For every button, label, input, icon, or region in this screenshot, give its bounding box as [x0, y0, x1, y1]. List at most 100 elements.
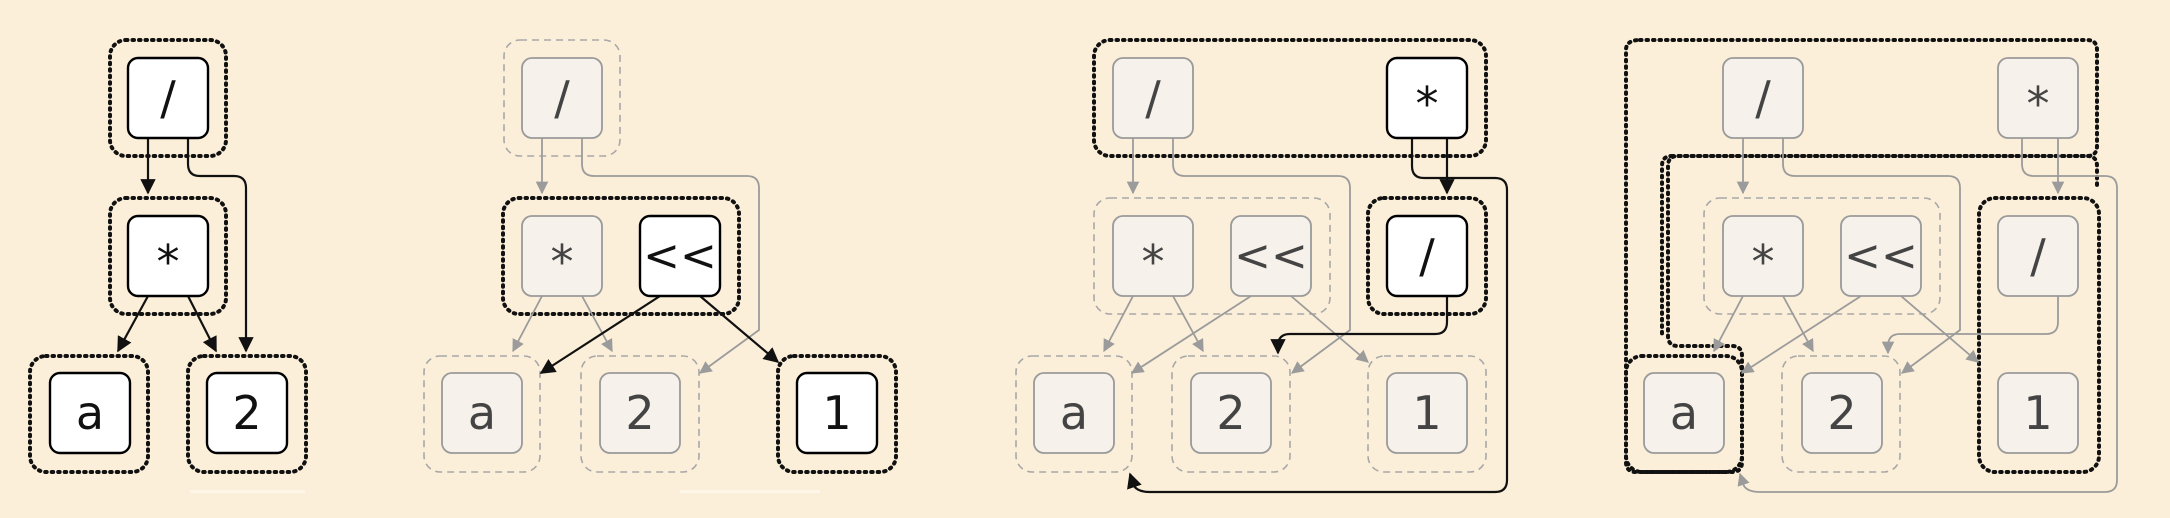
node-box: [126, 56, 210, 140]
panel-4-group-g-outer: [1624, 38, 2099, 474]
node-label: *: [157, 235, 180, 289]
node-label: a: [468, 386, 496, 440]
node-label: /: [1419, 229, 1435, 283]
panel-2-node-two: 2: [599, 372, 681, 454]
panel-1-node-two: 2: [205, 371, 289, 455]
panel-4-edge-div2-to-two: [1881, 296, 2059, 355]
panel-3-edge-mul-to-two: [1172, 295, 1204, 353]
panel-1-edge-mul-to-two: [187, 295, 217, 353]
panel-3-edge-mul-to-a: [1103, 295, 1134, 353]
panel-1-group-g-a: [28, 354, 150, 474]
panel-4-edge-shl-to-one: [1900, 295, 1979, 363]
node-box: [441, 372, 523, 454]
node-label: a: [1060, 386, 1088, 440]
panel-1-group-g-mul: [108, 196, 228, 316]
node-box: [1385, 56, 1469, 140]
panel-3-node-shl: <<: [1230, 215, 1312, 297]
node-label: 2: [1216, 386, 1245, 440]
panel-2-edge-shl-to-one: [699, 295, 780, 363]
panel-1-edge-div-to-two: [186, 138, 254, 353]
panel-2-group-g-div: [503, 39, 621, 157]
panel-2-node-a: a: [441, 372, 523, 454]
panel-2-node-shl: <<: [638, 214, 722, 298]
panel-3-node-one: 1: [1386, 372, 1468, 454]
panel-3-node-mul: *: [1112, 215, 1194, 297]
panel-4-group-g-a: [1624, 354, 1744, 474]
panel-2-node-mul: *: [521, 215, 603, 297]
node-label: /: [554, 71, 570, 125]
node-label: a: [1670, 386, 1698, 440]
panel-4-node-shl: <<: [1840, 215, 1922, 297]
node-box: [1190, 372, 1272, 454]
node-box: [1722, 215, 1804, 297]
panel-2-group-g-a: [423, 355, 541, 473]
panel-2-edge-mul-to-two: [581, 295, 613, 353]
panel-2-edge-div-to-two: [581, 138, 760, 374]
panel-1-group-g-two: [186, 354, 308, 474]
panel-2-group-g-mul-shl: [501, 196, 741, 316]
panel-1-node-div: /: [126, 56, 210, 140]
node-box: [1112, 215, 1194, 297]
background-strip: [190, 490, 820, 493]
panel-4-group-g-inner: [1660, 154, 2099, 338]
panel-2-group-g-one: [776, 354, 898, 474]
node-box: [205, 371, 289, 455]
node-box: [1840, 215, 1922, 297]
panel-3-group-g-a: [1015, 355, 1133, 473]
node-label: *: [2027, 77, 2050, 131]
panel-3-node-div: /: [1112, 57, 1194, 139]
node-box: [1643, 372, 1725, 454]
node-box: [1385, 214, 1469, 298]
node-label: <<: [1844, 231, 1918, 282]
node-box: [1997, 215, 2079, 297]
node-label: /: [160, 71, 176, 125]
node-box: [1997, 57, 2079, 139]
panel-2-edge-mul-to-a: [512, 295, 543, 353]
panel-2-node-one: 1: [795, 371, 879, 455]
panel-3-node-div2: /: [1385, 214, 1469, 298]
node-label: /: [2030, 229, 2046, 283]
node-box: [638, 214, 722, 298]
node-label: 2: [625, 386, 654, 440]
node-label: /: [1755, 71, 1771, 125]
node-label: 2: [232, 386, 261, 440]
panel-4-node-two: 2: [1801, 372, 1883, 454]
node-box: [1230, 215, 1312, 297]
node-box: [126, 214, 210, 298]
node-label: <<: [643, 231, 717, 282]
node-label: 1: [822, 386, 851, 440]
panel-4-edge-div-to-two: [1782, 138, 1961, 374]
panel-4-node-div2: /: [1997, 215, 2079, 297]
panel-3-group-g-mul-shl: [1093, 197, 1331, 315]
panel-4-edge-mul-to-a: [1713, 295, 1744, 353]
panel-1-edge-mul-to-a: [117, 295, 149, 353]
node-box: [521, 57, 603, 139]
panel-4-edge-mul-to-two: [1782, 295, 1814, 353]
group-layer: [28, 38, 2101, 474]
panel-2-node-div: /: [521, 57, 603, 139]
panel-2-group-g-two: [580, 355, 700, 473]
panel-3-edge-shl-to-a: [1130, 295, 1252, 374]
node-box: [1033, 372, 1115, 454]
node-label: <<: [1234, 231, 1308, 282]
panel-3-edge-div2-to-two: [1270, 296, 1449, 355]
panel-3-edge-mul2-to-a: [1127, 138, 1509, 494]
panel-4-group-g-mul-shl: [1703, 197, 1941, 315]
panel-4-node-mul2: *: [1997, 57, 2079, 139]
node-box: [521, 215, 603, 297]
panel-2-edge-shl-to-a: [539, 295, 661, 374]
panel-4-edge-mul2-to-a: [1737, 138, 2118, 493]
node-box: [48, 371, 132, 455]
node-box: [599, 372, 681, 454]
panel-4-node-mul: *: [1722, 215, 1804, 297]
panel-4-node-one: 1: [1997, 372, 2079, 454]
panel-3-group-g-div2: [1366, 196, 1488, 316]
panel-3-node-two: 2: [1190, 372, 1272, 454]
node-label: 1: [1412, 386, 1441, 440]
node-label: *: [1416, 77, 1439, 131]
panel-3-group-g-top: [1092, 38, 1488, 158]
panel-1-node-mul: *: [126, 214, 210, 298]
panel-4-node-a: a: [1643, 372, 1725, 454]
